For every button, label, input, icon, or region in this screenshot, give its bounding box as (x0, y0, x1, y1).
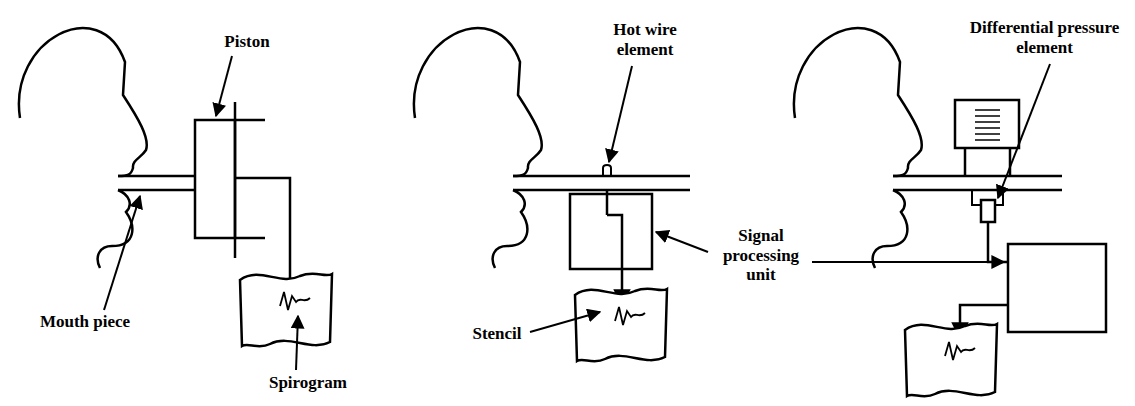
head-profile (414, 28, 542, 268)
head-profile (794, 28, 922, 268)
part-label: Hot wire element (595, 20, 695, 59)
panel-differential (794, 28, 1106, 396)
part-label: Spirogram (258, 373, 358, 393)
processing-box (570, 194, 652, 269)
sensor (981, 200, 995, 222)
processing-box (1008, 244, 1106, 332)
chart-paper (905, 324, 997, 397)
part-label: Signal processing unit (712, 226, 810, 285)
piston (195, 120, 235, 238)
pressure-element (955, 100, 1019, 148)
part-label: Differential pressure element (962, 18, 1127, 57)
panel-hot-wire (414, 28, 708, 361)
panel-piston (19, 28, 332, 370)
part-label: Stencil (462, 324, 532, 344)
hot-wire (603, 165, 611, 176)
part-label: Piston (212, 32, 282, 52)
part-label: Mouth piece (30, 312, 140, 332)
chart-paper (575, 289, 667, 362)
chart-paper (240, 274, 332, 347)
